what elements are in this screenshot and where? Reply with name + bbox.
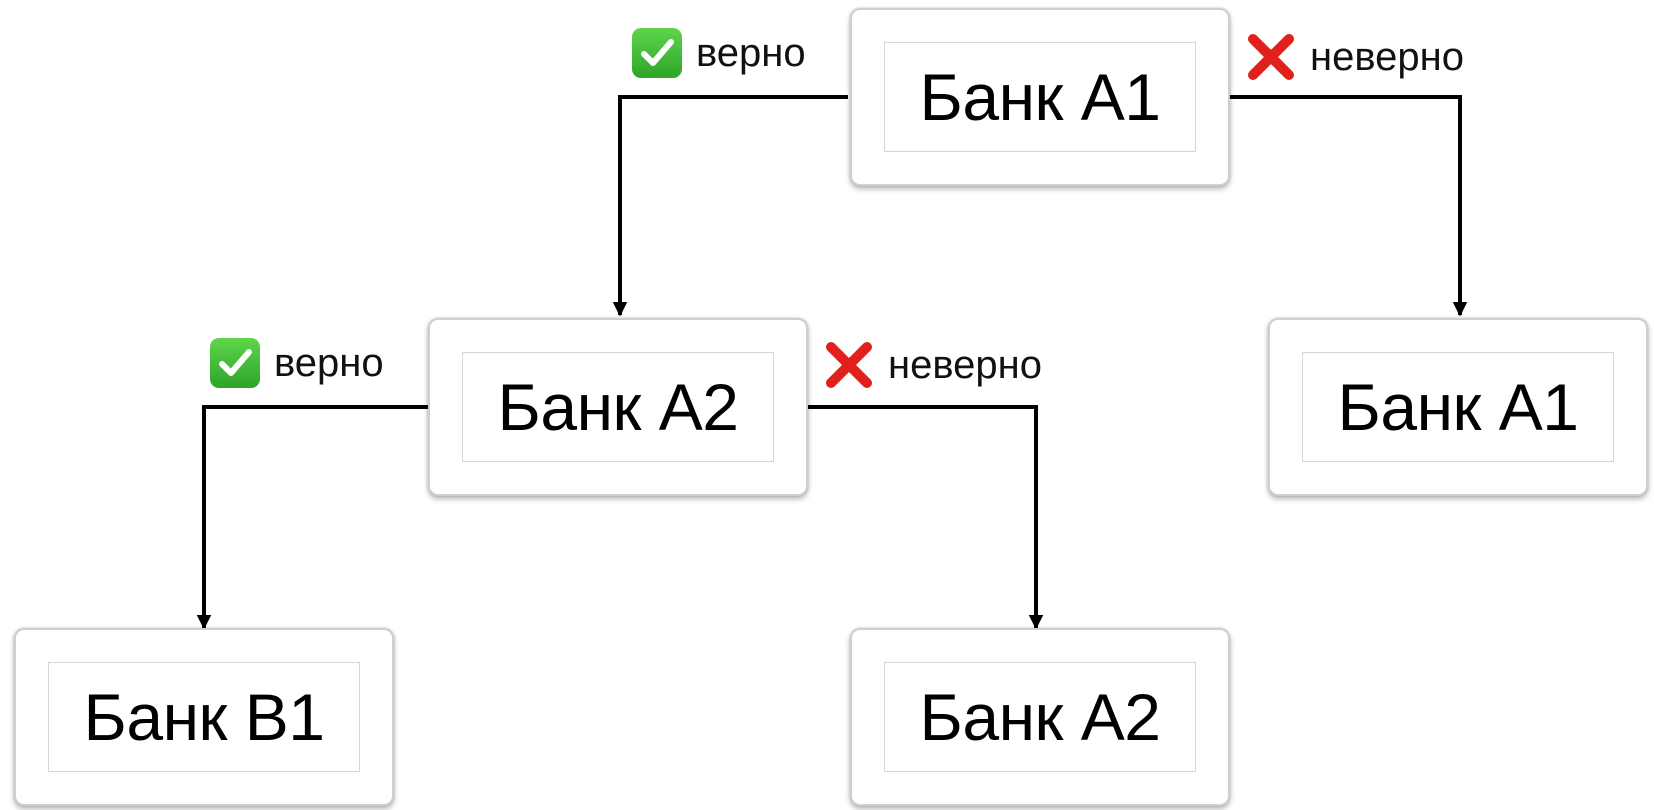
check-mark-button-icon — [210, 338, 260, 388]
check-mark-button-icon — [632, 28, 682, 78]
edge-root-true-label: верно — [632, 28, 806, 78]
node-right-leaf: Банк A1 — [1268, 318, 1648, 496]
edge-mid-false-text: неверно — [888, 342, 1042, 387]
edge-root-true-line — [612, 95, 848, 317]
edge-mid-false-line — [808, 405, 1044, 630]
node-root-label: Банк A1 — [884, 42, 1196, 152]
edge-mid-false-label: неверно — [824, 340, 1042, 390]
cross-mark-icon — [1246, 32, 1296, 82]
node-mid-left: Банк A2 — [428, 318, 808, 496]
node-bottom-mid: Банк A2 — [850, 628, 1230, 806]
node-bottom-left: Банк B1 — [14, 628, 394, 806]
edge-mid-true-label: верно — [210, 338, 384, 388]
node-bottom-mid-label: Банк A2 — [884, 662, 1196, 772]
node-mid-left-label: Банк A2 — [462, 352, 774, 462]
node-root: Банк A1 — [850, 8, 1230, 186]
cross-mark-icon — [824, 340, 874, 390]
edge-root-true-text: верно — [696, 30, 806, 75]
edge-root-false-line — [1230, 95, 1468, 317]
edge-mid-true-text: верно — [274, 340, 384, 385]
edge-root-false-label: неверно — [1246, 32, 1464, 82]
edge-root-false-text: неверно — [1310, 34, 1464, 79]
node-bottom-left-label: Банк B1 — [48, 662, 360, 772]
node-right-leaf-label: Банк A1 — [1302, 352, 1614, 462]
edge-mid-true-line — [196, 405, 428, 630]
